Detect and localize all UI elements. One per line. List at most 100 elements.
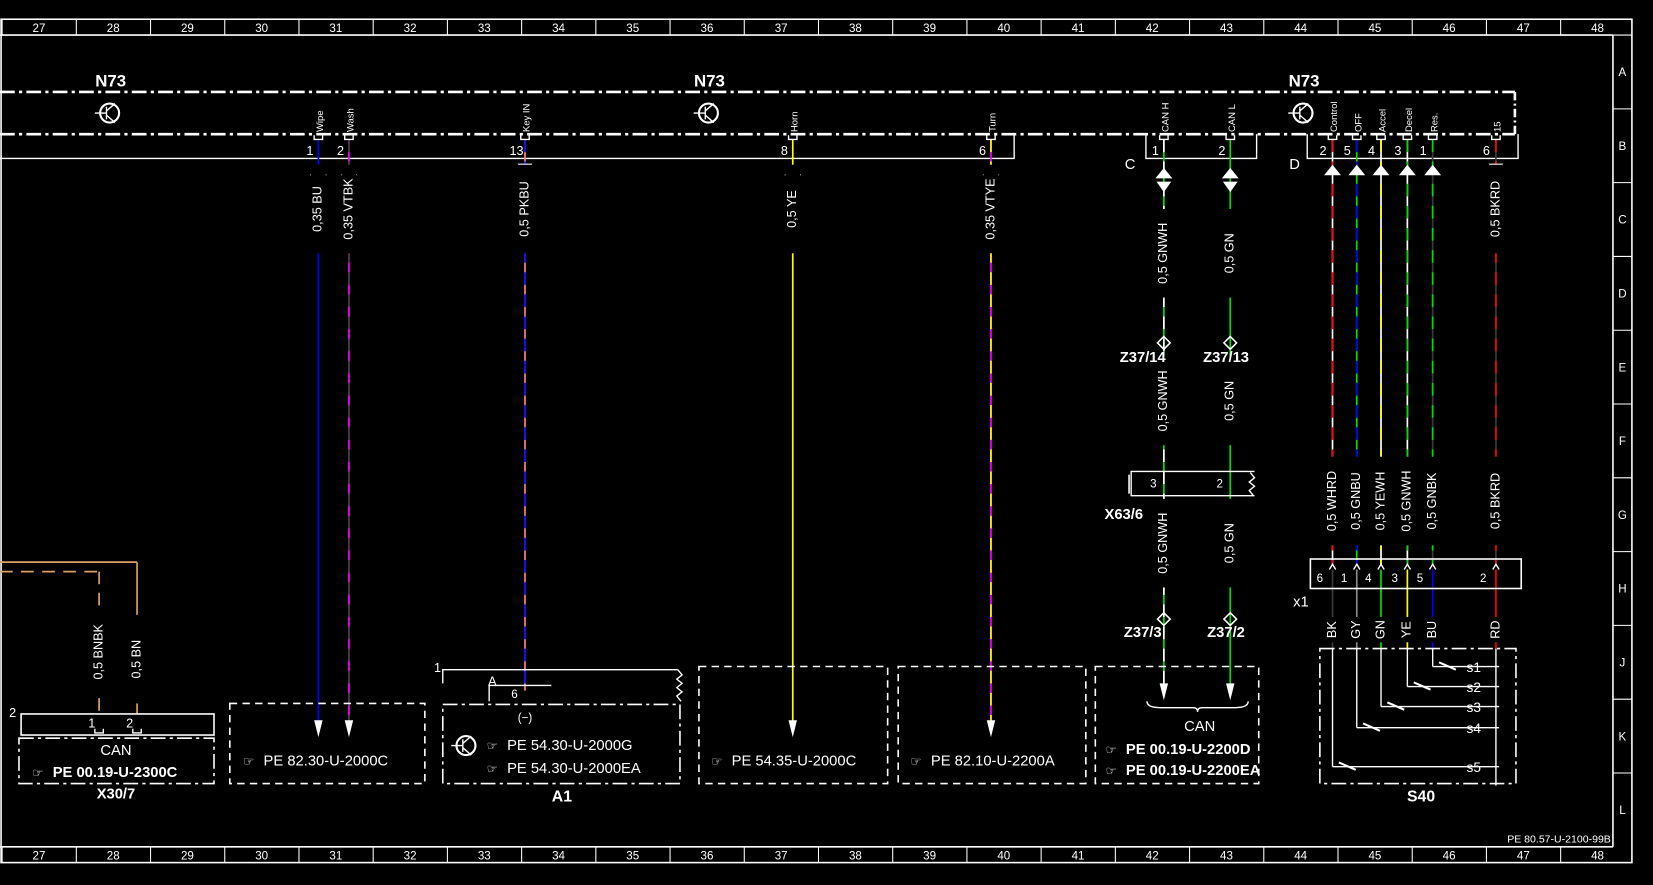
- pin-number: 6: [1317, 573, 1323, 585]
- can-label: CAN: [100, 743, 131, 759]
- switch-contact-icon: [1413, 681, 1431, 691]
- wire-label: 0,35 BU: [311, 186, 325, 232]
- reference-icon: ☞: [910, 755, 921, 769]
- label-gap: [1222, 356, 1238, 446]
- reference-icon: ☞: [32, 766, 43, 780]
- pin-name: Wash: [346, 108, 357, 132]
- column-number: 37: [775, 23, 788, 35]
- label-gap: [1156, 356, 1172, 446]
- reference-text: PE 82.10-U-2200A: [931, 754, 1055, 770]
- connector-label: D: [1289, 157, 1300, 173]
- pin-name: 15: [1493, 121, 1504, 132]
- column-number: 34: [552, 23, 565, 35]
- splice-label: Z37/13: [1203, 350, 1249, 366]
- wire-label: 0,5 YEWH: [1373, 472, 1387, 531]
- connector-label: X63/6: [1105, 507, 1144, 523]
- pin-number: 6: [1483, 144, 1490, 158]
- x30-connector: [20, 713, 215, 736]
- transistor-icon: [451, 735, 472, 756]
- splice-label: Z37/14: [1120, 350, 1167, 366]
- column-number: 42: [1146, 23, 1159, 35]
- column-number: 43: [1220, 850, 1233, 862]
- pin-number: 2: [1480, 573, 1486, 585]
- switch-contact-icon: [1362, 722, 1381, 732]
- pin-name: Decel: [1404, 108, 1415, 132]
- column-number: 35: [626, 23, 639, 35]
- label-gap: [785, 164, 801, 254]
- can-label: CAN: [1184, 719, 1215, 735]
- pin-icon: [1328, 562, 1337, 570]
- terminal-icon: [1427, 135, 1438, 141]
- label-gap: [983, 164, 999, 254]
- splice-label: Z37/3: [1124, 625, 1162, 641]
- terminal-icon: [1225, 135, 1236, 141]
- label-gap: [310, 164, 326, 254]
- wire-label: 0,5 BKRD: [1488, 473, 1502, 529]
- column-number: 44: [1294, 23, 1307, 35]
- wire-color-label: YE: [1400, 621, 1414, 638]
- connector-d-outline: [1306, 134, 1519, 160]
- column-number: 30: [255, 850, 268, 862]
- pin-name: CAN L: [1227, 104, 1238, 132]
- wire-color-label: BU: [1425, 621, 1439, 639]
- terminal-icon: [94, 728, 104, 734]
- label-gap: [517, 164, 533, 254]
- column-number: 36: [701, 23, 714, 35]
- pin-number: A: [488, 674, 497, 688]
- wire-label: 0,5 GNWH: [1156, 370, 1170, 431]
- reference-text: PE 00.19-U-2200EA: [1126, 763, 1261, 779]
- pin-triangle-icon: [1424, 164, 1442, 176]
- column-number: 36: [701, 850, 714, 862]
- row-letter: D: [1618, 289, 1626, 301]
- column-number: 38: [849, 850, 862, 862]
- splice-icon: [1222, 335, 1238, 351]
- row-letter: K: [1619, 731, 1627, 743]
- reference-icon: ☞: [1105, 743, 1116, 757]
- wire-label: 0,5 BKRD: [1488, 181, 1502, 237]
- row-letter: L: [1619, 805, 1626, 817]
- pin-icon: [1428, 562, 1437, 570]
- pin-name: Res.: [1429, 113, 1440, 132]
- column-number: 28: [107, 23, 120, 35]
- column-number: 44: [1294, 850, 1307, 862]
- brace-icon: [1146, 701, 1249, 712]
- pin-number: 13: [510, 144, 524, 158]
- arrow-icon: [788, 720, 797, 738]
- column-number: 27: [33, 23, 46, 35]
- wire-label: 0,5 GNBK: [1425, 472, 1439, 529]
- column-number: 35: [626, 850, 639, 862]
- row-letter: H: [1618, 584, 1626, 596]
- pin-name: Horn: [789, 112, 800, 133]
- pin-icon: [1377, 562, 1385, 570]
- row-letter: B: [1619, 141, 1627, 153]
- column-number: 32: [404, 23, 417, 35]
- column-number: 33: [478, 850, 491, 862]
- terminal-icon: [1351, 135, 1362, 141]
- reference-text: PE 54.30-U-2000G: [507, 738, 632, 754]
- terminal-icon: [313, 135, 324, 141]
- transistor-icon: [1288, 103, 1309, 124]
- wire-label: 0,5 BNBK: [91, 623, 105, 679]
- wire-color-label: RD: [1488, 620, 1502, 638]
- column-number: 42: [1146, 850, 1159, 862]
- column-number: 46: [1443, 23, 1456, 35]
- reference-icon: ☞: [487, 739, 498, 753]
- reference-text: PE 54.30-U-2000EA: [507, 761, 641, 777]
- label-gap: [1399, 616, 1415, 643]
- component-label: N73: [694, 72, 725, 91]
- row-letter: A: [1619, 67, 1627, 79]
- switch-contact-icon: [1438, 661, 1457, 671]
- reference-icon: ☞: [711, 755, 722, 769]
- column-number: 45: [1368, 23, 1381, 35]
- label-gap: [1222, 498, 1238, 588]
- column-number: 39: [923, 850, 936, 862]
- reference-text: PE 00.19-U-2200D: [1126, 742, 1251, 758]
- terminal-icon: [344, 135, 354, 141]
- row-letter: F: [1619, 436, 1626, 448]
- polarity-label: (−): [518, 712, 533, 724]
- x30-boundary: [18, 737, 215, 785]
- wire-label: 0,5 GNBU: [1349, 472, 1363, 530]
- arrow-icon: [1226, 683, 1235, 701]
- wire-color-label: BK: [1325, 621, 1339, 638]
- label-gap: [1425, 616, 1441, 643]
